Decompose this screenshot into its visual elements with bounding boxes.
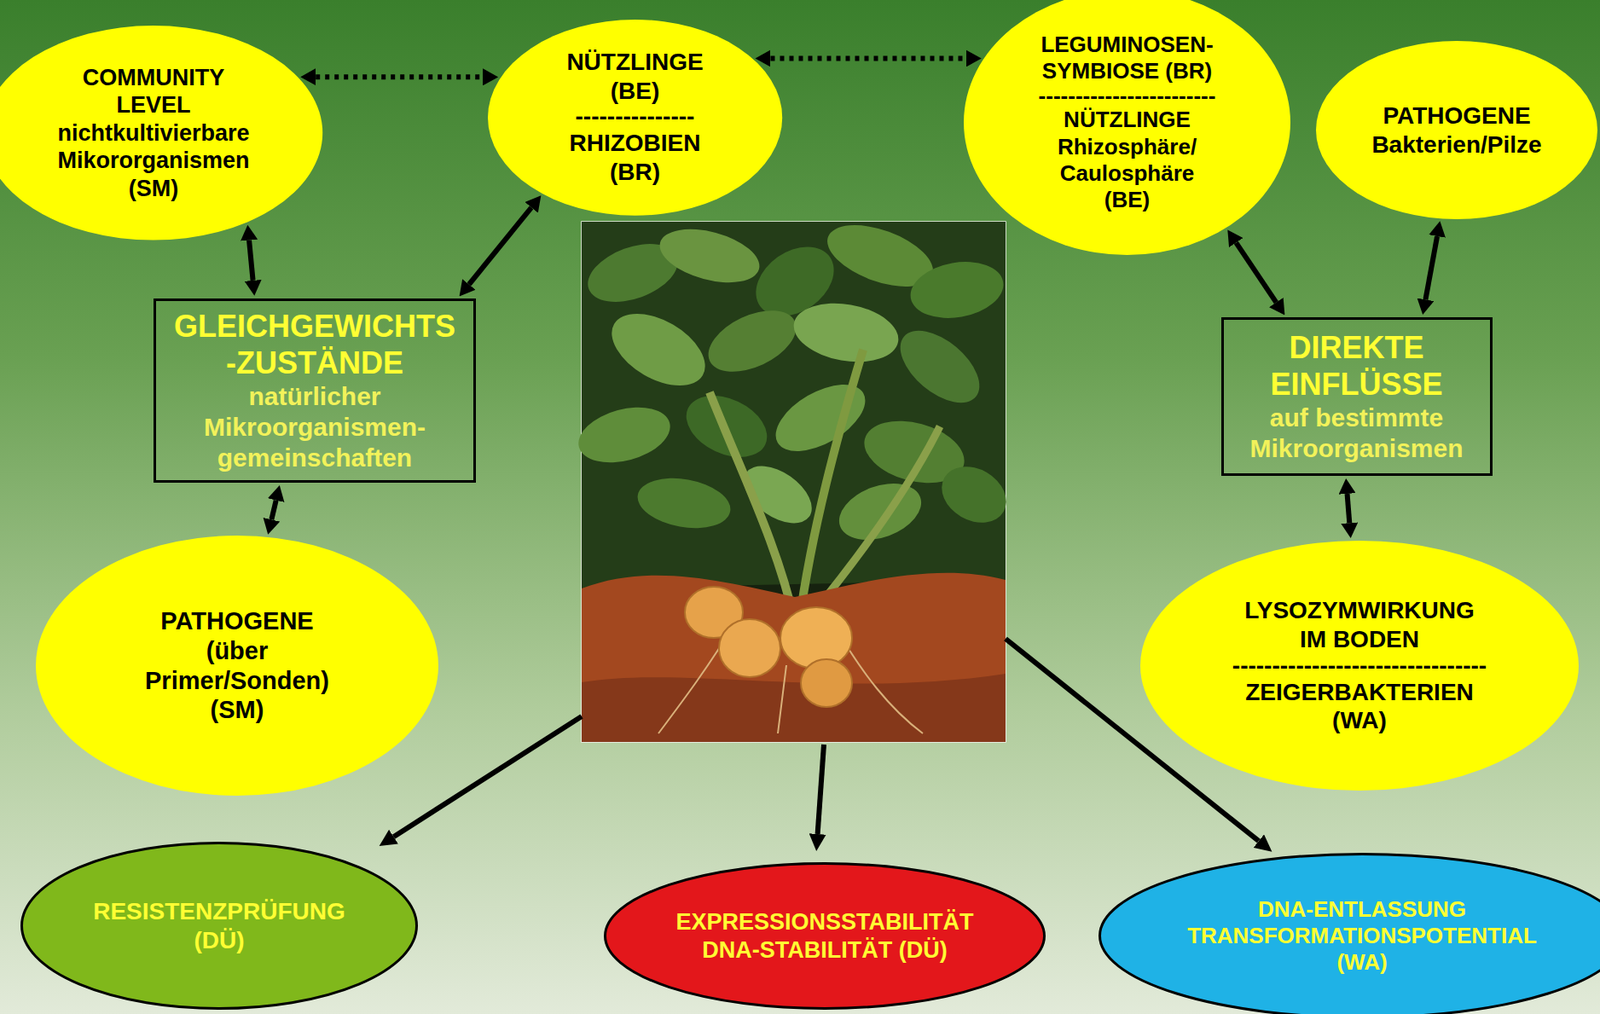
leaf (733, 454, 823, 535)
node-text-line: auf bestimmte Mikroorganismen (1233, 402, 1481, 464)
ellipse-node: DNA-ENTLASSUNG TRANSFORMATIONSPOTENTIAL … (1098, 852, 1600, 1014)
ellipse-node: NÜTZLINGE (BE)---------------RHIZOBIEN (… (487, 19, 783, 216)
ellipse-node: LEGUMINOSEN- SYMBIOSE (BR)--------------… (963, 0, 1291, 256)
connector (249, 240, 254, 281)
node-text-line: ZEIGERBAKTERIEN (WA) (1229, 678, 1490, 736)
ellipse-node: LYSOZYMWIRKUNG IM BODEN-----------------… (1140, 540, 1579, 791)
ellipse-outline (20, 841, 418, 1010)
node-heading: LEGUMINOSEN- SYMBIOSE (BR) (1035, 31, 1219, 85)
ellipse-node: EXPRESSIONSSTABILITÄT DNA-STABILITÄT (DÜ… (603, 862, 1046, 1010)
ellipse-shape (1099, 854, 1600, 1014)
node-text: RESISTENZPRÜFUNG (DÜ) (82, 897, 356, 955)
dotted-connector (315, 74, 483, 80)
node-heading: GLEICHGEWICHTS -ZUSTÄNDE (165, 307, 464, 382)
ellipse-node: PATHOGENE (über Primer/Sonden) (SM) (35, 535, 439, 796)
leaf (765, 371, 876, 465)
potato (800, 659, 853, 708)
node-heading: DIREKTE EINFLÜSSE (1233, 329, 1481, 403)
node-text: DNA-ENTLASSUNG TRANSFORMATIONSPOTENTIAL … (1174, 896, 1550, 977)
arrow-line (394, 716, 583, 837)
leaf (599, 299, 718, 401)
connector (1425, 236, 1438, 300)
node-heading: EXPRESSIONSSTABILITÄT DNA-STABILITÄT (DÜ… (662, 908, 987, 964)
potato-photo (572, 213, 1017, 743)
leaf (788, 295, 904, 371)
ellipse-shape (0, 25, 324, 241)
stem (799, 349, 864, 623)
node-heading: DNA-ENTLASSUNG TRANSFORMATIONSPOTENTIAL … (1174, 896, 1550, 977)
node-text: PATHOGENE Bakterien/Pilze (1367, 101, 1547, 159)
soil (581, 573, 1006, 743)
ellipse-shape (605, 863, 1045, 1009)
node-heading: PATHOGENE (über Primer/Sonden) (SM) (139, 606, 336, 725)
node-heading: COMMUNITY LEVEL nichtkultivierbare Mikor… (51, 63, 256, 203)
node-text-line: ------------------------ (1035, 84, 1219, 107)
leaf (698, 298, 806, 385)
node-heading: RESISTENZPRÜFUNG (DÜ) (82, 897, 356, 955)
node-text: DIREKTE EINFLÜSSEauf bestimmte Mikroorga… (1233, 329, 1481, 464)
ellipse-shape (963, 0, 1291, 256)
dotted-connector (770, 55, 966, 61)
ellipse-shape (1140, 540, 1579, 791)
leaf (633, 471, 735, 535)
node-text-line: -------------------------------- (1229, 654, 1490, 679)
leaf (572, 398, 677, 472)
rect-node: DIREKTE EINFLÜSSEauf bestimmte Mikroorga… (1221, 317, 1493, 476)
connector (469, 207, 532, 285)
node-text: LYSOZYMWIRKUNG IM BODEN-----------------… (1229, 596, 1490, 735)
potato (780, 607, 853, 669)
node-text: COMMUNITY LEVEL nichtkultivierbare Mikor… (51, 63, 256, 203)
leaf (887, 317, 993, 418)
node-text-line: NÜTZLINGE Rhizosphäre/ Caulosphäre (BE) (1035, 106, 1219, 214)
ellipse-shape (22, 843, 418, 1009)
node-text: GLEICHGEWICHTS -ZUSTÄNDEnatürlicher Mikr… (165, 307, 464, 474)
soil-shade (581, 673, 1006, 743)
ellipse-outline (1315, 40, 1598, 220)
ellipse-shape (1315, 40, 1598, 220)
ellipse-outline (603, 862, 1046, 1010)
leaf (931, 455, 1016, 534)
node-heading: LYSOZYMWIRKUNG IM BODEN (1229, 596, 1490, 654)
ellipse-node: RESISTENZPRÜFUNG (DÜ) (20, 841, 418, 1010)
node-text: NÜTZLINGE (BE)---------------RHIZOBIEN (… (557, 47, 712, 186)
node-text-line: --------------- (557, 104, 712, 129)
ellipse-node: PATHOGENE Bakterien/Pilze (1315, 40, 1598, 220)
node-text-line: natürlicher Mikroorganismen- gemeinschaf… (165, 381, 464, 474)
potato (718, 619, 781, 678)
connector (1347, 493, 1351, 523)
ellipse-outline (35, 535, 439, 796)
node-heading: PATHOGENE Bakterien/Pilze (1367, 101, 1547, 159)
leaf (831, 473, 929, 551)
node-text: EXPRESSIONSSTABILITÄT DNA-STABILITÄT (DÜ… (662, 908, 987, 964)
rect-node: GLEICHGEWICHTS -ZUSTÄNDEnatürlicher Mikr… (153, 298, 476, 483)
ellipse-node: COMMUNITY LEVEL nichtkultivierbare Mikor… (0, 25, 324, 241)
leaf (654, 219, 766, 292)
ellipse-shape (487, 19, 783, 216)
arrow-line (817, 744, 824, 835)
node-text: LEGUMINOSEN- SYMBIOSE (BR)--------------… (1035, 31, 1219, 214)
node-text-line: RHIZOBIEN (BR) (557, 128, 712, 186)
ellipse-shape (35, 535, 439, 796)
node-text: PATHOGENE (über Primer/Sonden) (SM) (139, 606, 336, 725)
leaf (905, 255, 1008, 325)
connector (271, 500, 276, 521)
connector (1235, 243, 1276, 303)
node-heading: NÜTZLINGE (BE) (557, 47, 712, 105)
